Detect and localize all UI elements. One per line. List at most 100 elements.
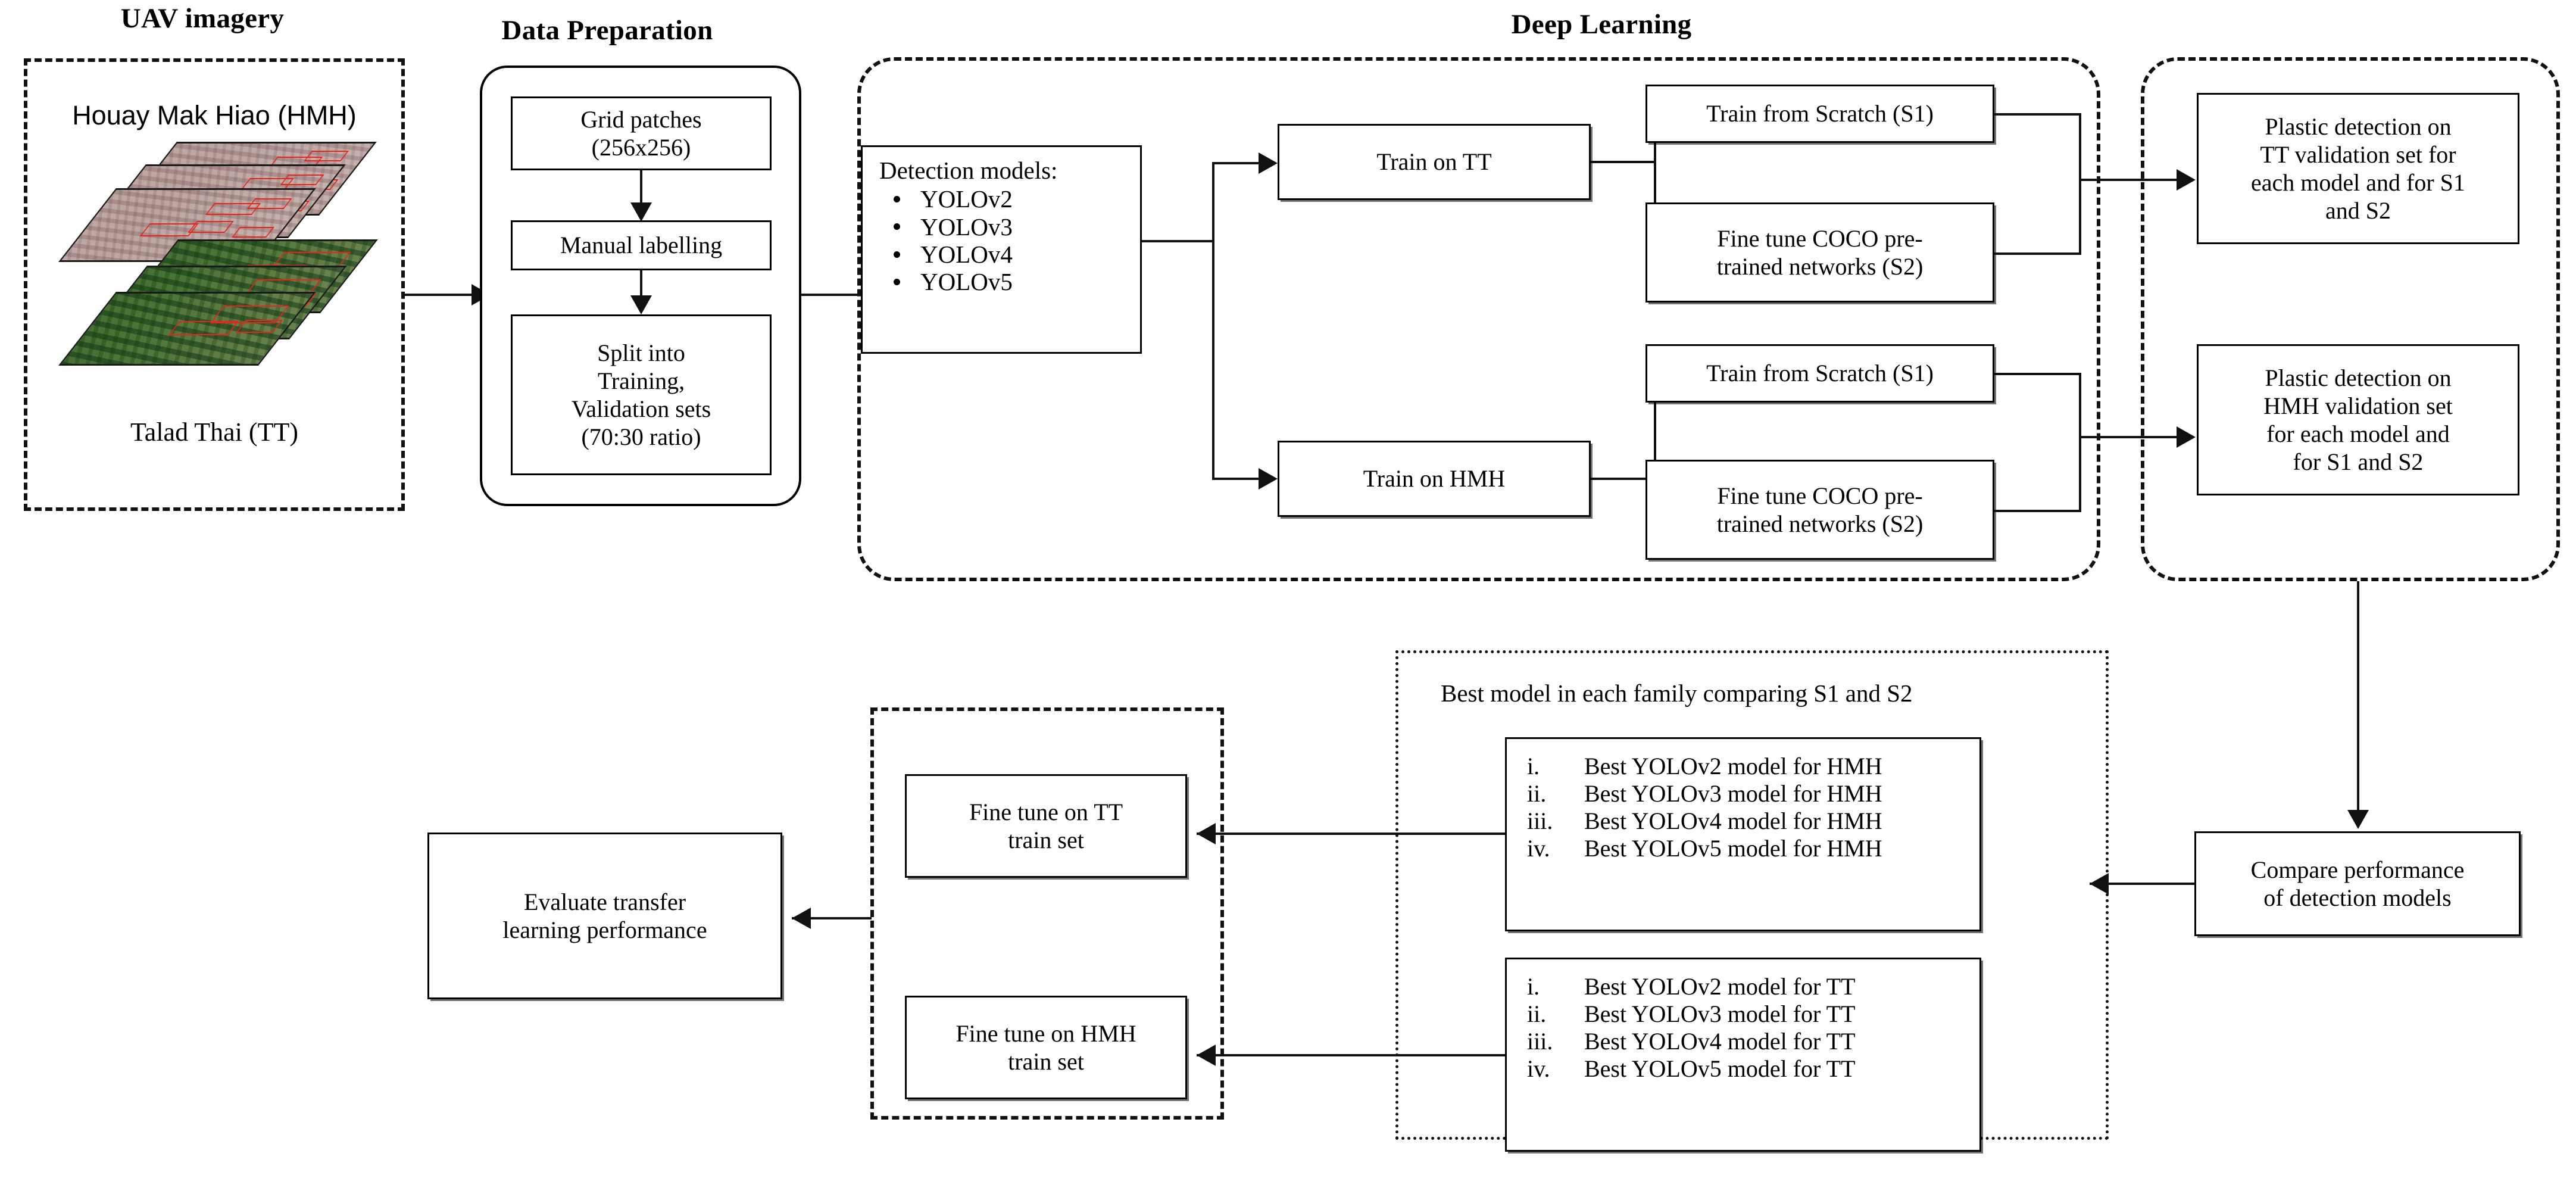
list-marker: iv. <box>1527 1055 1550 1082</box>
section-title-data-preparation: Data Preparation <box>501 15 713 46</box>
transfer-learning-group <box>870 707 1224 1120</box>
plastic-detection-hmh-label: Plastic detection on HMH validation set … <box>2263 364 2453 476</box>
arrowhead-compare-to-bestmodels <box>2090 873 2109 894</box>
section-title-deep-learning: Deep Learning <box>1511 9 1692 40</box>
arrowhead-models-to-train-hmh <box>1259 468 1278 490</box>
connector-transfer-to-evaluate <box>792 917 872 919</box>
evaluate-transfer-learning-label: Evaluate transfer learning performance <box>502 888 707 943</box>
connector-scratch-hmh-out <box>1994 373 2081 375</box>
plastic-detection-tt-label: Plastic detection on TT validation set f… <box>2251 113 2465 225</box>
arrowhead-manual-to-split <box>630 295 652 314</box>
connector-grid-to-manual <box>640 170 642 207</box>
list-marker: ii. <box>1527 780 1547 807</box>
detection-model-label: YOLOv2 <box>920 185 1013 213</box>
arrowhead-models-to-train-tt <box>1259 152 1278 174</box>
list-item-label: Best YOLOv5 model for TT <box>1584 1055 1856 1082</box>
grid-patches-box: Grid patches (256x256) <box>511 96 772 170</box>
connector-scratch-tt-out <box>1994 113 2081 116</box>
grid-patches-label: Grid patches (256x256) <box>580 105 702 161</box>
train-from-scratch-tt-label: Train from Scratch (S1) <box>1706 100 1934 127</box>
train-on-hmh-label: Train on HMH <box>1363 465 1506 492</box>
tt-image-stack <box>42 239 378 394</box>
connector-hmhlist-to-finetune-tt <box>1197 833 1505 835</box>
connector-trainhmh-stem <box>1591 478 1656 480</box>
list-item: iv. Best YOLOv5 model for HMH <box>1527 837 1965 861</box>
finetune-coco-tt-label: Fine tune COCO pre- trained networks (S2… <box>1716 225 1924 280</box>
connector-finetune-hmh-out <box>1994 510 2081 512</box>
train-from-scratch-hmh-label: Train from Scratch (S1) <box>1706 360 1934 387</box>
finetune-tt-train-box: Fine tune on TT train set <box>905 774 1187 878</box>
bullet-dot-icon <box>894 251 900 258</box>
section-title-uav: UAV imagery <box>120 3 285 34</box>
list-item: ii. Best YOLOv3 model for HMH <box>1527 782 1965 806</box>
detection-model-label: YOLOv5 <box>920 268 1013 296</box>
list-item: iii. Best YOLOv4 model for HMH <box>1527 809 1965 833</box>
train-from-scratch-hmh-box: Train from Scratch (S1) <box>1645 344 1994 403</box>
connector-tt-merge-to-plastic <box>2079 179 2187 181</box>
train-on-hmh-box: Train on HMH <box>1278 441 1591 517</box>
finetune-coco-hmh-label: Fine tune COCO pre- trained networks (S2… <box>1716 482 1924 537</box>
finetune-coco-tt-box: Fine tune COCO pre- trained networks (S2… <box>1645 202 1994 303</box>
list-item-label: Best YOLOv4 model for TT <box>1584 1028 1856 1055</box>
detection-model-item: YOLOv2 <box>878 185 1129 213</box>
connector-finetune-tt-out <box>1994 252 2081 255</box>
connector-compare-to-bestmodels <box>2090 883 2196 885</box>
train-on-tt-box: Train on TT <box>1278 124 1591 200</box>
finetune-tt-train-label: Fine tune on TT train set <box>969 798 1123 853</box>
connector-models-to-train-tt <box>1212 162 1270 164</box>
plastic-detection-hmh-box: Plastic detection on HMH validation set … <box>2197 344 2519 495</box>
detection-models-list: YOLOv2 YOLOv3 YOLOv4 YOLOv5 <box>878 185 1129 295</box>
list-marker: iii. <box>1527 808 1553 834</box>
uav-imagery-group <box>24 58 405 511</box>
bullet-dot-icon <box>894 195 900 202</box>
best-models-group-label: Best model in each family comparing S1 a… <box>1441 679 1913 707</box>
list-item-label: Best YOLOv2 model for TT <box>1584 973 1856 1000</box>
connector-plastic-to-compare <box>2357 581 2359 815</box>
list-item-label: Best YOLOv5 model for HMH <box>1584 835 1882 862</box>
train-on-tt-label: Train on TT <box>1376 148 1492 176</box>
list-item: ii. Best YOLOv3 model for TT <box>1527 1002 1965 1026</box>
list-marker: ii. <box>1527 1000 1547 1027</box>
connector-manual-to-split <box>640 270 642 303</box>
list-marker: iii. <box>1527 1028 1553 1055</box>
detection-model-label: YOLOv4 <box>920 240 1013 268</box>
list-item: i. Best YOLOv2 model for TT <box>1527 975 1965 999</box>
connector-models-to-train-hmh <box>1212 478 1270 480</box>
connector-tt-merge-vertical <box>2079 113 2081 254</box>
deep-learning-group <box>857 57 2100 581</box>
arrowhead-plastic-to-compare <box>2347 810 2369 829</box>
detection-model-label: YOLOv3 <box>920 213 1013 241</box>
connector-traintt-branch-vertical <box>1654 112 1656 273</box>
list-item-label: Best YOLOv3 model for HMH <box>1584 780 1882 807</box>
list-item: iii. Best YOLOv4 model for TT <box>1527 1030 1965 1053</box>
arrowhead-transfer-to-evaluate <box>792 908 811 929</box>
list-marker: i. <box>1527 753 1540 780</box>
finetune-hmh-train-label: Fine tune on HMH train set <box>956 1020 1136 1075</box>
connector-trainhmh-branch-vertical <box>1654 373 1656 529</box>
list-item: iv. Best YOLOv5 model for TT <box>1527 1057 1965 1081</box>
connector-hmh-merge-vertical <box>2079 373 2081 511</box>
tt-caption: Talad Thai (TT) <box>130 417 298 447</box>
arrowhead-hmh-merge-to-plastic <box>2177 426 2196 448</box>
best-models-hmh-list: i. Best YOLOv2 model for HMH ii. Best YO… <box>1527 755 1965 861</box>
best-models-hmh-list-box: i. Best YOLOv2 model for HMH ii. Best YO… <box>1505 737 1981 931</box>
train-from-scratch-tt-box: Train from Scratch (S1) <box>1645 85 1994 143</box>
detection-models-box: Detection models: YOLOv2 YOLOv3 YOLOv4 Y… <box>861 145 1142 354</box>
list-marker: i. <box>1527 973 1540 1000</box>
hmh-caption: Houay Mak Hiao (HMH) <box>72 100 357 130</box>
evaluate-transfer-learning-box: Evaluate transfer learning performance <box>427 833 782 999</box>
list-item-label: Best YOLOv4 model for HMH <box>1584 808 1882 834</box>
detection-model-item: YOLOv5 <box>878 268 1129 295</box>
list-marker: iv. <box>1527 835 1550 862</box>
finetune-hmh-train-box: Fine tune on HMH train set <box>905 996 1187 1099</box>
plastic-detection-tt-box: Plastic detection on TT validation set f… <box>2197 93 2519 244</box>
list-item-label: Best YOLOv3 model for TT <box>1584 1000 1856 1027</box>
connector-traintt-stem <box>1591 161 1656 163</box>
compare-performance-label: Compare performance of detection models <box>2250 856 2465 911</box>
plastic-detection-group <box>2141 57 2560 581</box>
bullet-dot-icon <box>894 223 900 230</box>
detection-model-item: YOLOv4 <box>878 241 1129 268</box>
arrowhead-hmhlist-to-finetune-tt <box>1197 823 1216 844</box>
compare-performance-box: Compare performance of detection models <box>2194 831 2521 936</box>
